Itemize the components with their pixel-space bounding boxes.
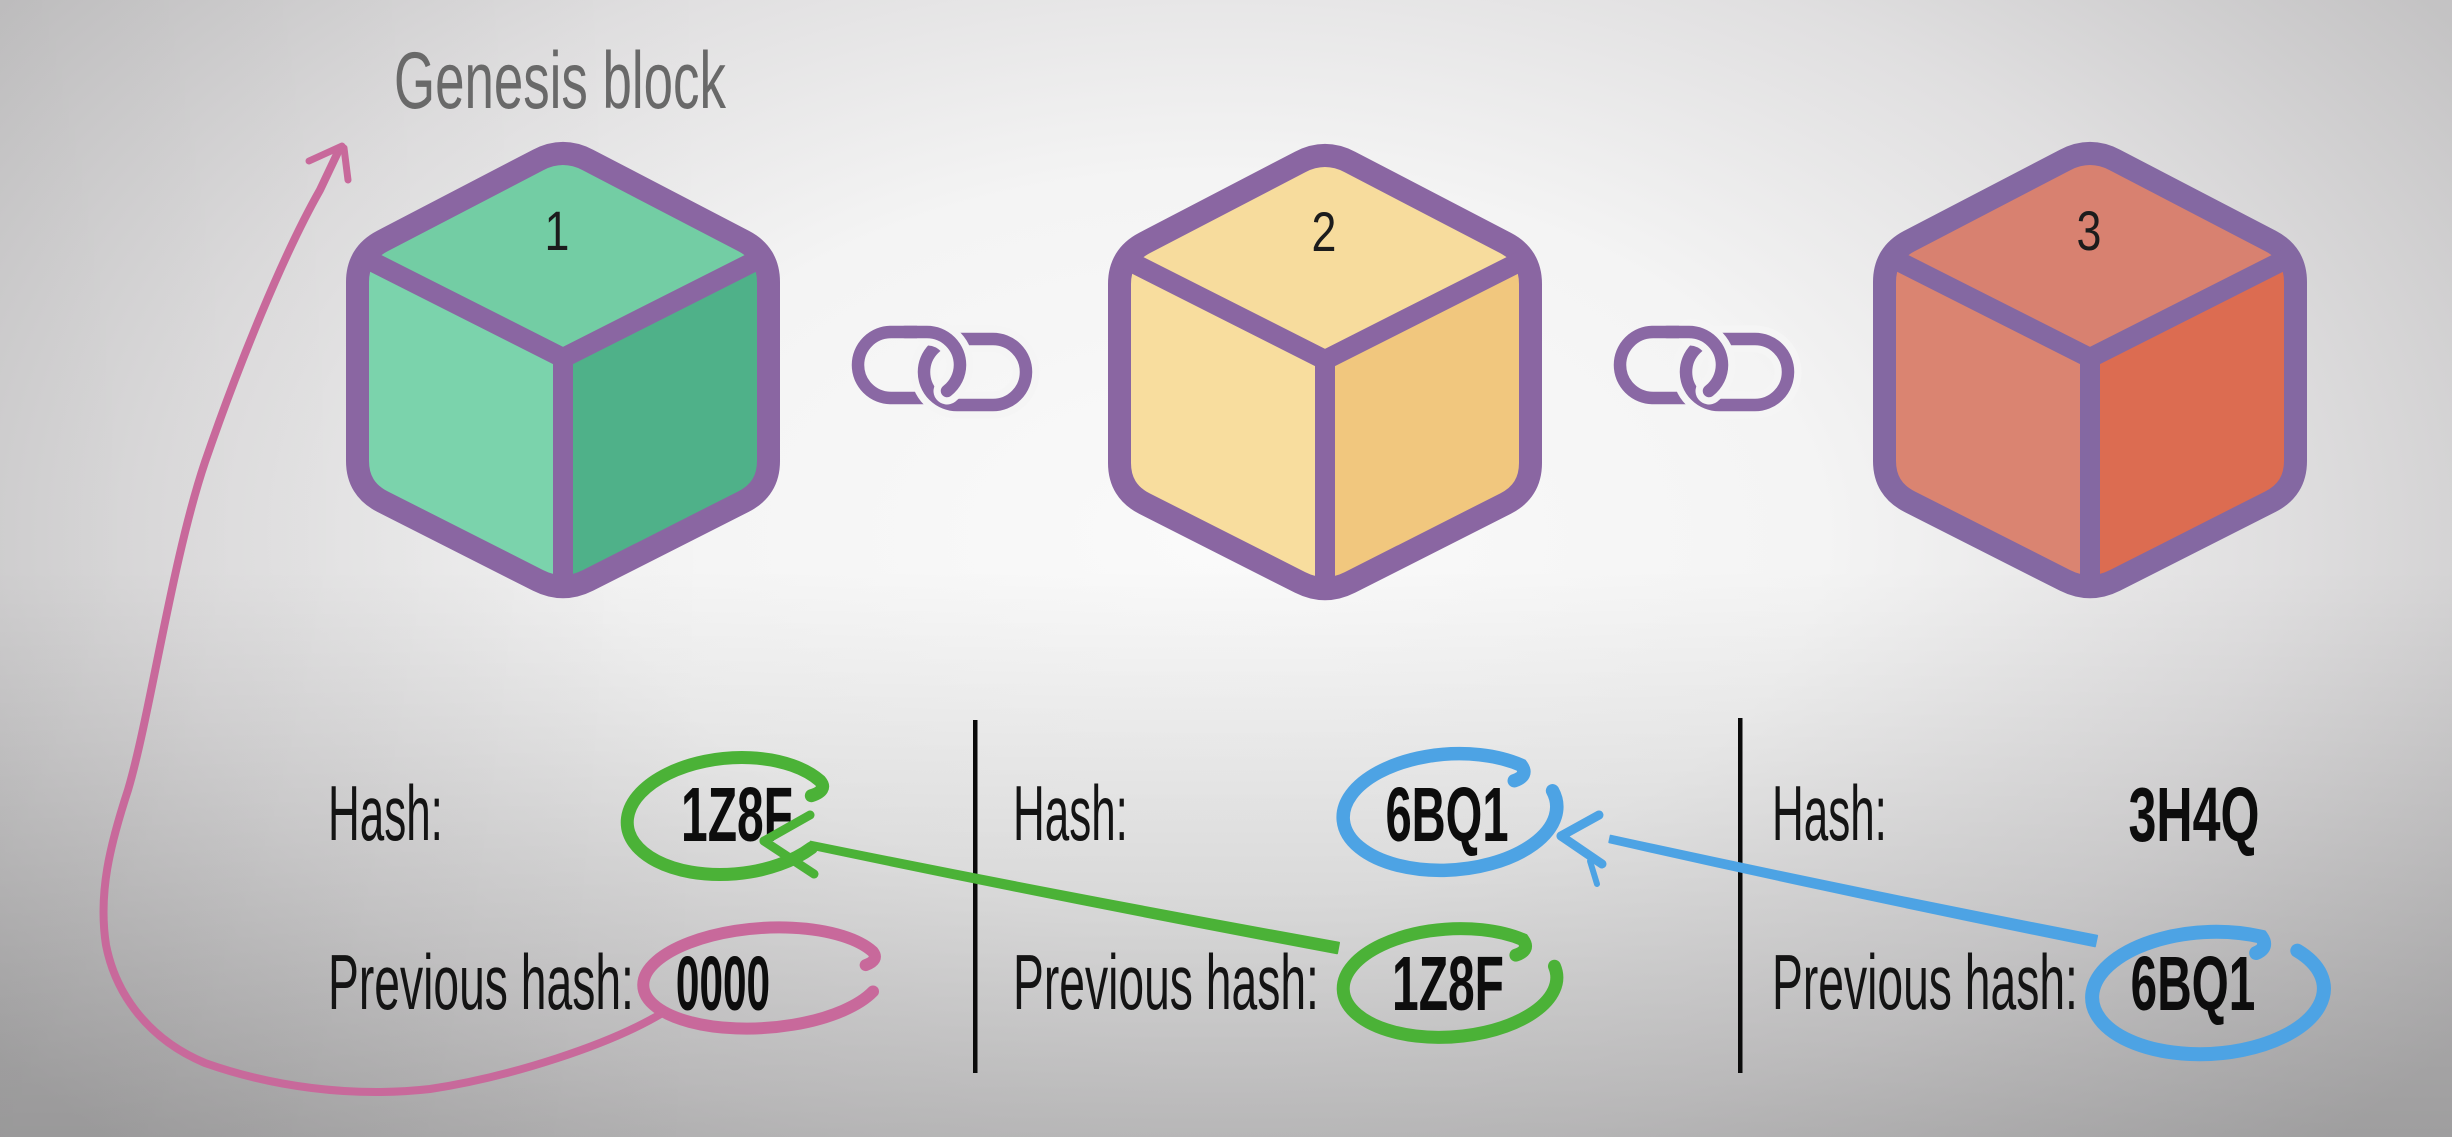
svg-text:2: 2 <box>1312 200 1337 263</box>
svg-text:Hash:: Hash: <box>1013 771 1128 857</box>
svg-text:1Z8F: 1Z8F <box>1392 940 1504 1026</box>
svg-text:3H4Q: 3H4Q <box>2129 771 2260 858</box>
svg-text:Previous hash:: Previous hash: <box>1013 938 1319 1026</box>
svg-text:Previous hash:: Previous hash: <box>1772 938 2078 1026</box>
svg-text:Hash:: Hash: <box>1772 771 1887 857</box>
svg-text:Genesis block: Genesis block <box>394 36 727 126</box>
svg-text:Hash:: Hash: <box>328 771 443 857</box>
svg-text:6BQ1: 6BQ1 <box>1385 771 1508 858</box>
svg-text:6BQ1: 6BQ1 <box>2131 940 2256 1027</box>
svg-text:3: 3 <box>2077 199 2102 262</box>
svg-text:1: 1 <box>545 199 570 262</box>
svg-text:Previous hash:: Previous hash: <box>328 938 634 1026</box>
svg-text:0000: 0000 <box>676 942 770 1028</box>
